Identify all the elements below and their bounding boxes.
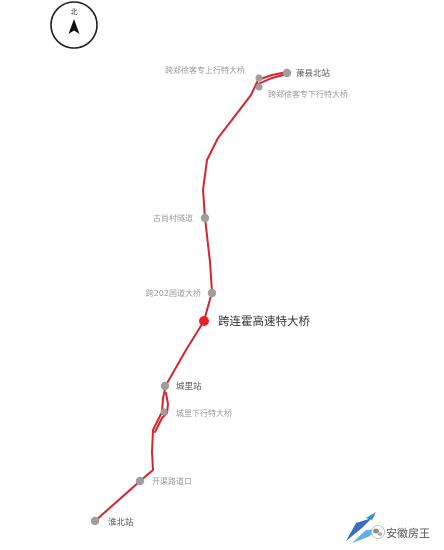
label-zhengxu-up-bridge: 跨郑徐客专上行特大桥	[165, 65, 245, 75]
marker-xiao-north-station	[282, 68, 292, 78]
route-parallel-line	[257, 73, 288, 85]
marker-huai-north-station	[90, 516, 100, 526]
label-kaiqu-road-crossing: 开渠路道口	[152, 476, 192, 486]
watermark-text: 安徽房王	[386, 526, 430, 540]
route-markers	[90, 68, 292, 526]
marker-gushangcun-tunnel	[200, 213, 210, 223]
marker-kaiqu-road-crossing	[135, 476, 145, 486]
marker-202-bridge	[207, 288, 217, 298]
marker-chengli-station	[160, 381, 170, 391]
label-huai-north-station: 淮北站	[108, 517, 134, 528]
marker-chengli-down-bridge	[160, 408, 168, 416]
label-202-bridge: 跨202国道大桥	[146, 288, 201, 298]
compass-label: 北	[71, 8, 78, 16]
label-gushangcun-tunnel: 古尚村隧道	[153, 213, 193, 223]
label-chengli-station: 城里站	[176, 381, 202, 392]
watermark: 安徽房王	[346, 512, 430, 543]
label-xiao-north-station: 萧县北站	[296, 68, 331, 79]
marker-lianhuo-highway-bridge	[199, 316, 209, 326]
compass: 北	[50, 1, 98, 49]
label-zhengxu-down-bridge: 跨郑徐客专下行特大桥	[268, 89, 348, 99]
marker-zhengxu-up-bridge	[255, 74, 263, 82]
label-lianhuo-highway-bridge: 跨连霍高速特大桥	[218, 314, 310, 328]
chat-bubble-icon	[373, 528, 379, 534]
label-chengli-down-bridge: 城里下行特大桥	[176, 408, 232, 418]
marker-zhengxu-down-bridge	[255, 83, 263, 91]
north-arrow-icon	[68, 19, 80, 34]
route-labels: 萧县北站 跨郑徐客专上行特大桥 跨郑徐客专下行特大桥 古尚村隧道 跨202国道大…	[108, 65, 348, 528]
